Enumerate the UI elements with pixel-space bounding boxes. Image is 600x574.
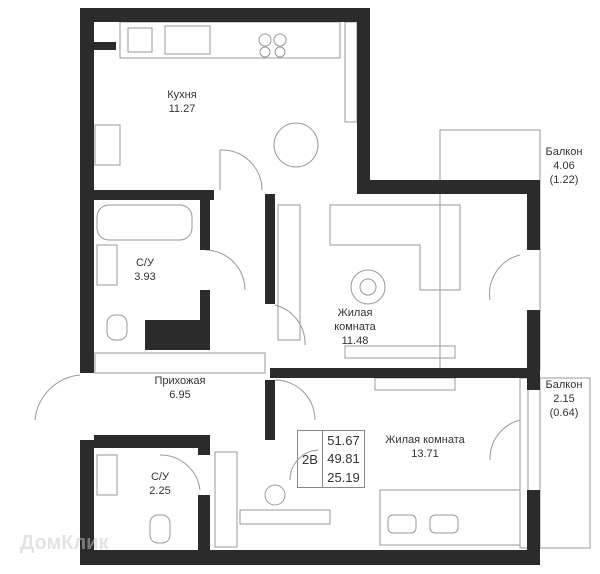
bed bbox=[379, 489, 521, 546]
dining-table bbox=[273, 122, 319, 168]
room-coef: (1.22) bbox=[549, 174, 579, 186]
room-area: 11.48 bbox=[341, 335, 369, 347]
bedroom-wardrobe bbox=[214, 451, 238, 548]
bathtub bbox=[96, 204, 193, 241]
room-coef: (0.64) bbox=[549, 407, 579, 419]
room-name: С/У bbox=[135, 257, 154, 269]
room-name-line1: Жилая bbox=[337, 307, 373, 319]
hall-wardrobe bbox=[94, 352, 266, 374]
washbasin bbox=[96, 244, 118, 286]
room-area: 13.71 bbox=[411, 448, 439, 460]
room-name-line2: комната bbox=[334, 321, 376, 333]
room-name: Прихожая bbox=[154, 375, 206, 387]
apartment-type: 2В bbox=[298, 431, 323, 487]
room-name: С/У bbox=[150, 471, 169, 483]
balcony-2-outline bbox=[539, 377, 591, 549]
balcony-1-outline bbox=[439, 129, 541, 371]
room-area: 11.27 bbox=[168, 103, 196, 115]
living-total-area: 49.81 bbox=[327, 451, 360, 467]
room-name: Жилая комната bbox=[385, 434, 465, 446]
room-area: 6.95 bbox=[169, 389, 191, 401]
apartment-info-box: 2В 51.67 49.81 25.19 bbox=[297, 430, 365, 488]
room-area: 3.93 bbox=[134, 271, 156, 283]
room-hall: Прихожая 6.95 bbox=[155, 374, 206, 402]
room-living: Жилая комната 11.48 bbox=[334, 306, 376, 348]
chair bbox=[264, 484, 286, 506]
room-area: 2.15 bbox=[553, 393, 575, 405]
stove-icon bbox=[127, 27, 153, 53]
rooms-area: 25.19 bbox=[327, 470, 360, 486]
room-name: Кухня bbox=[167, 89, 197, 101]
room-area: 4.06 bbox=[553, 160, 575, 172]
room-bath-2: С/У 2.25 bbox=[149, 470, 170, 498]
sofa bbox=[329, 204, 461, 291]
watermark-logo: ДомКлик bbox=[20, 532, 109, 554]
room-bath-1: С/У 3.93 bbox=[134, 256, 155, 284]
room-kitchen: Кухня 11.27 bbox=[167, 88, 196, 116]
total-area: 51.67 bbox=[327, 432, 360, 448]
room-name: Балкон bbox=[545, 146, 583, 158]
desk bbox=[239, 509, 331, 525]
toilet bbox=[106, 314, 128, 341]
room-bedroom: Жилая комната 13.71 bbox=[385, 433, 464, 461]
room-name: Балкон bbox=[545, 379, 583, 391]
room-balcony-2: Балкон 2.15 (0.64) bbox=[546, 378, 583, 420]
room-balcony-1: Балкон 4.06 (1.22) bbox=[546, 145, 583, 187]
tv-stand bbox=[344, 345, 456, 359]
walls bbox=[80, 8, 540, 565]
wardrobe bbox=[277, 204, 301, 341]
sink-icon bbox=[164, 25, 211, 55]
room-area: 2.25 bbox=[149, 485, 171, 497]
rug bbox=[350, 269, 386, 305]
